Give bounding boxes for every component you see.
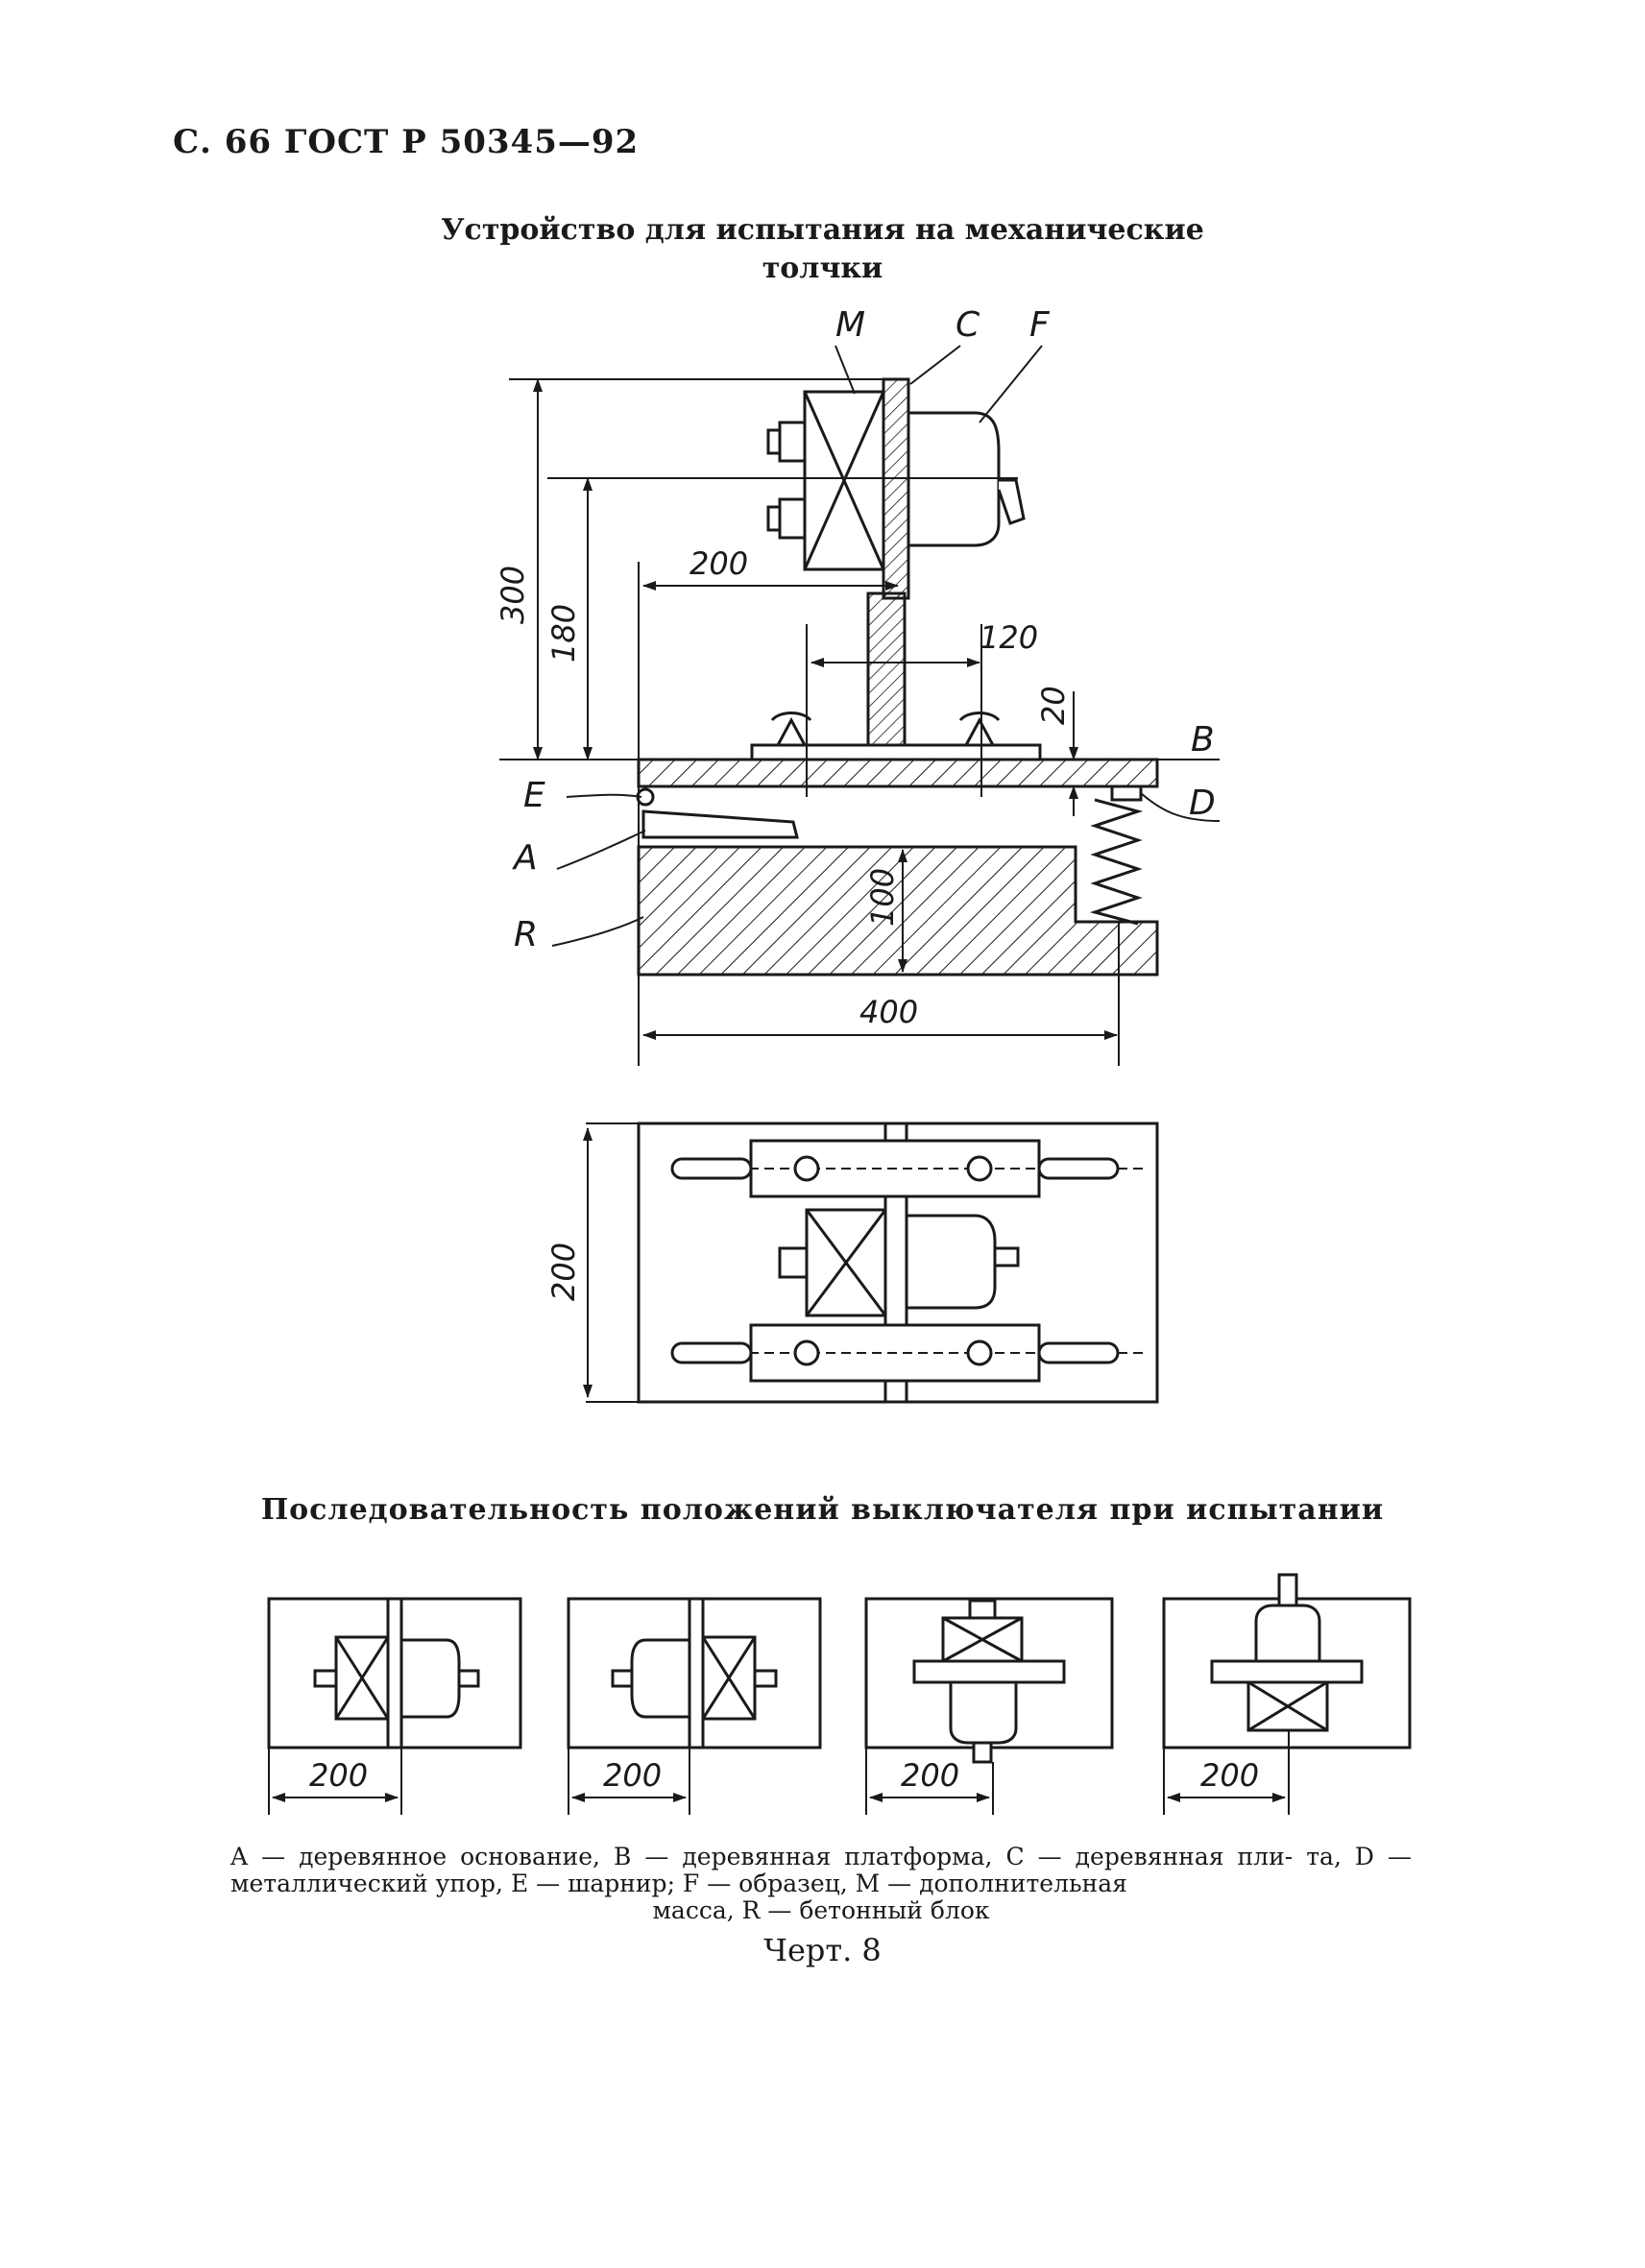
label-m: M [835, 305, 865, 345]
dim-seq-3: 200 [901, 1757, 959, 1794]
dim-120: 120 [980, 619, 1038, 656]
dim-seq-1: 200 [309, 1757, 368, 1794]
dim-180: 180 [545, 604, 582, 663]
sequence-title: Последовательность положений выключателя… [260, 1493, 1385, 1527]
page-header: С. 66 ГОСТ Р 50345—92 [173, 123, 640, 161]
sequence-view-2 [567, 1597, 822, 1749]
label-b: B [1191, 720, 1215, 760]
label-r: R [514, 915, 538, 954]
label-c: C [956, 305, 980, 345]
sequence-view-1 [267, 1597, 522, 1749]
sequence-dimensions [268, 1730, 1290, 1815]
wooden-plate [882, 377, 910, 600]
label-a: A [512, 838, 538, 878]
legend-line-2: та, D — металлический упор, E — шарнир; … [230, 1843, 1412, 1897]
dim-400: 400 [859, 994, 918, 1030]
vertical-support [866, 591, 907, 747]
dim-100: 100 [864, 868, 901, 927]
label-f: F [1029, 305, 1051, 345]
figure-title-line-1: Устройство для испытания на механические [441, 213, 1204, 247]
label-e: E [523, 776, 545, 815]
legend: A — деревянное основание, B — деревянная… [230, 1844, 1412, 1924]
figure-title: Устройство для испытания на механические… [0, 211, 1645, 288]
legend-line-3: масса, R — бетонный блок [652, 1896, 990, 1924]
dim-seq-2: 200 [603, 1757, 662, 1794]
dimension-lines [499, 345, 1221, 1066]
figure-caption: Черт. 8 [763, 1932, 882, 1968]
sequence-view-4 [1162, 1573, 1412, 1749]
dim-20: 20 [1035, 686, 1072, 725]
sequence-view-3 [864, 1597, 1114, 1764]
wooden-base [641, 809, 799, 839]
legend-line-1: A — деревянное основание, B — деревянная… [230, 1843, 1294, 1870]
label-d: D [1189, 784, 1216, 823]
wooden-platform [637, 758, 1159, 788]
metal-stop [1110, 784, 1143, 802]
dim-300: 300 [495, 566, 531, 624]
plan-view [583, 1122, 1159, 1404]
spring [1089, 798, 1144, 926]
dim-200-side: 200 [689, 545, 748, 582]
dim-200-plan: 200 [545, 1243, 582, 1301]
figure-title-line-2: толчки [762, 252, 883, 285]
dim-seq-4: 200 [1200, 1757, 1259, 1794]
